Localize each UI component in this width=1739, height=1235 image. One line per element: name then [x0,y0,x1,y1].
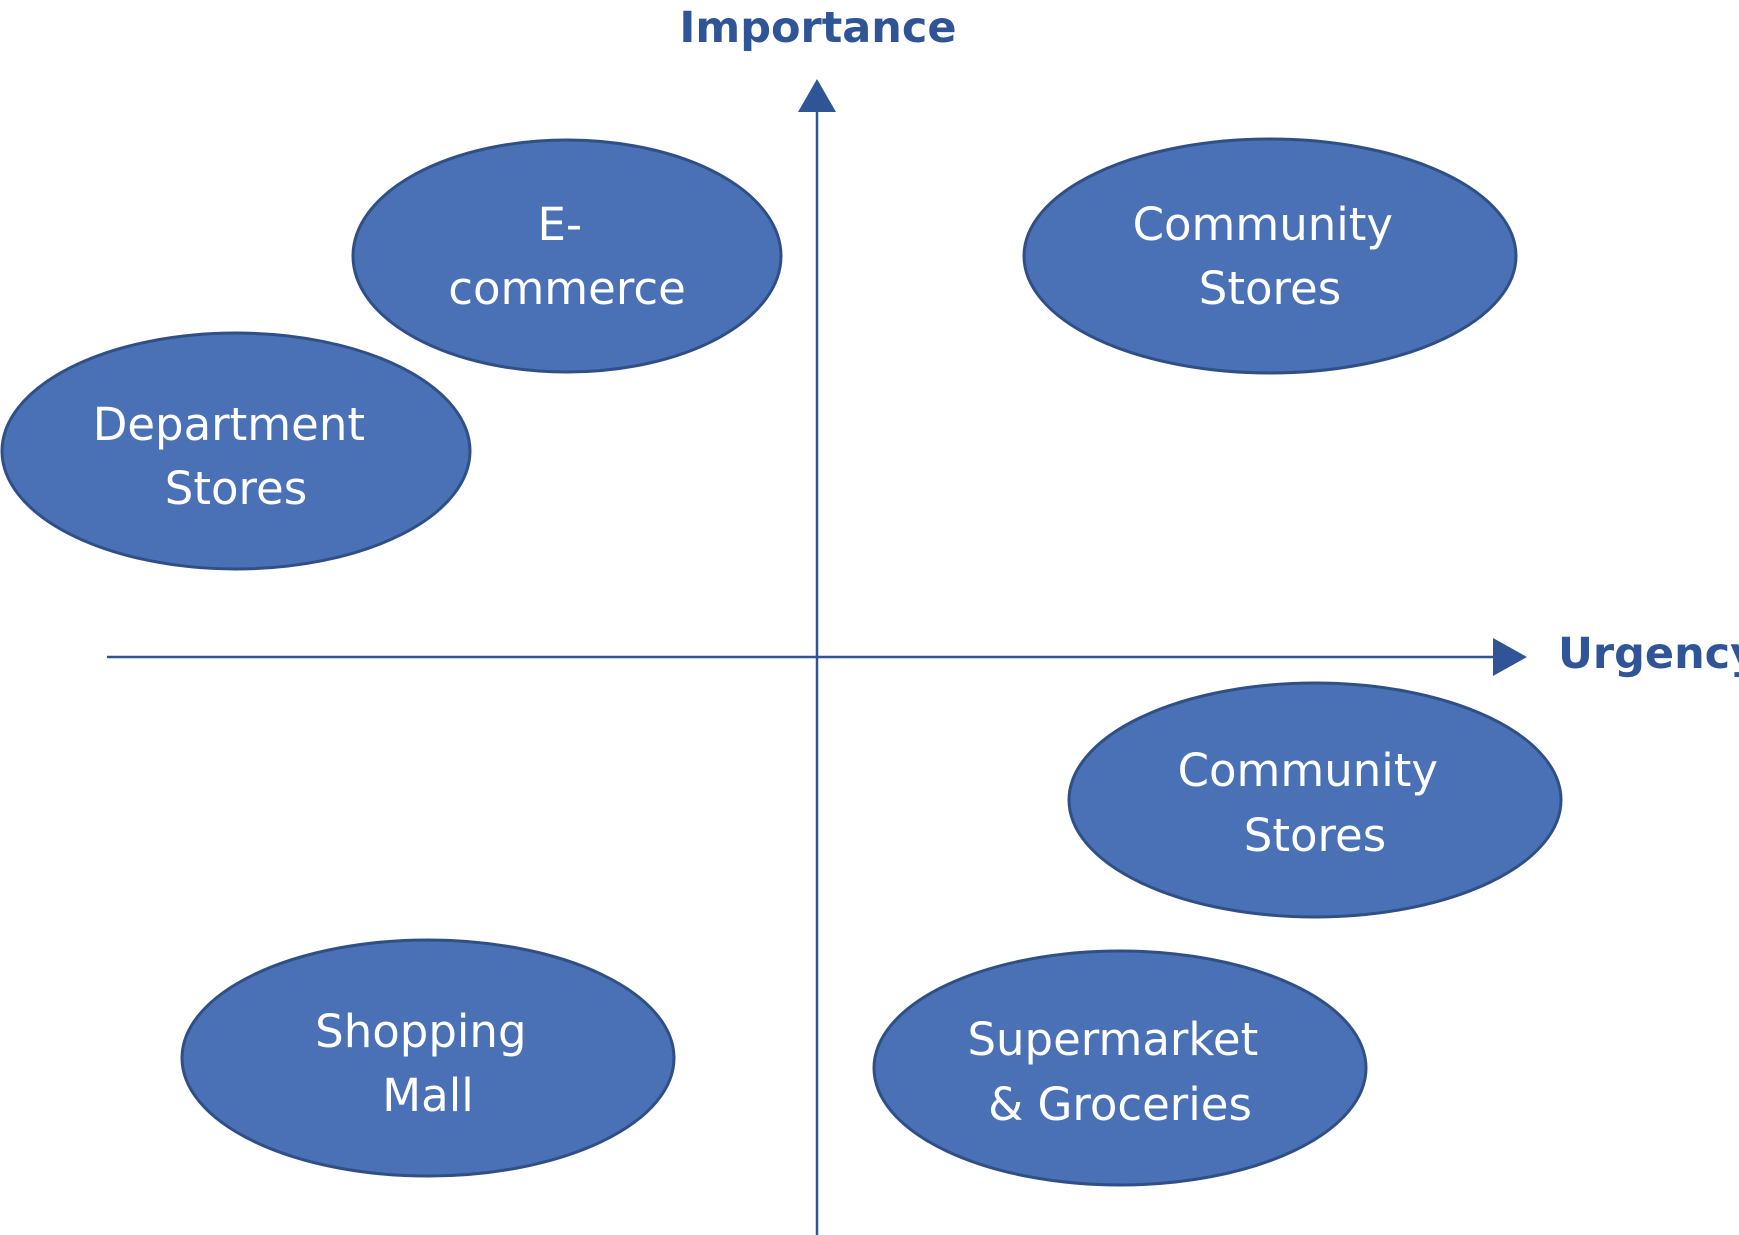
y-axis-arrowhead [798,79,836,112]
bubble-label-line-1: Community [1178,744,1438,797]
bubble-label-line-2: Mall [382,1069,473,1122]
bubble-shape [351,138,783,374]
bubble-community-stores-bottom: Community Stores [1067,681,1563,919]
bubble-label-line-2: commerce [448,262,686,315]
bubble-label: E- commerce [448,198,686,315]
bubble-shape [1022,137,1518,375]
bubble-shape [0,331,472,571]
bubble-label-line-1: Shopping [315,1005,526,1058]
bubble-label-line-2: & Groceries [988,1078,1252,1131]
axes [107,79,1527,1235]
x-axis-arrowhead [1493,638,1527,676]
bubble-label-line-2: Stores [1199,262,1341,315]
bubble-label-line-1: Community [1133,198,1393,251]
bubble-ecommerce: E- commerce [351,138,783,374]
bubble-shape [1067,681,1563,919]
bubble-label: Supermarket & Groceries [967,1013,1272,1131]
bubble-supermarket-groceries: Supermarket & Groceries [872,949,1368,1187]
bubble-shape [872,949,1368,1187]
bubble-label-line-2: Stores [1244,809,1386,862]
bubble-department-stores: Department Stores [0,331,472,571]
bubble-community-stores-top: Community Stores [1022,137,1518,375]
bubble-label-line-1: Supermarket [967,1013,1258,1066]
bubble-label-line-1: E- [538,198,583,251]
x-axis-title: Urgency [1558,629,1739,679]
y-axis-title: Importance [679,3,956,53]
bubble-label: Community Stores [1133,198,1408,315]
bubble-shape [180,938,676,1178]
bubble-label-line-2: Stores [165,462,307,515]
bubble-label: Community Stores [1178,744,1453,862]
bubble-label-line-1: Department [93,398,365,451]
bubble-label: Shopping Mall [315,1005,541,1122]
bubble-shopping-mall: Shopping Mall [180,938,676,1178]
bubble-label: Department Stores [93,398,380,515]
